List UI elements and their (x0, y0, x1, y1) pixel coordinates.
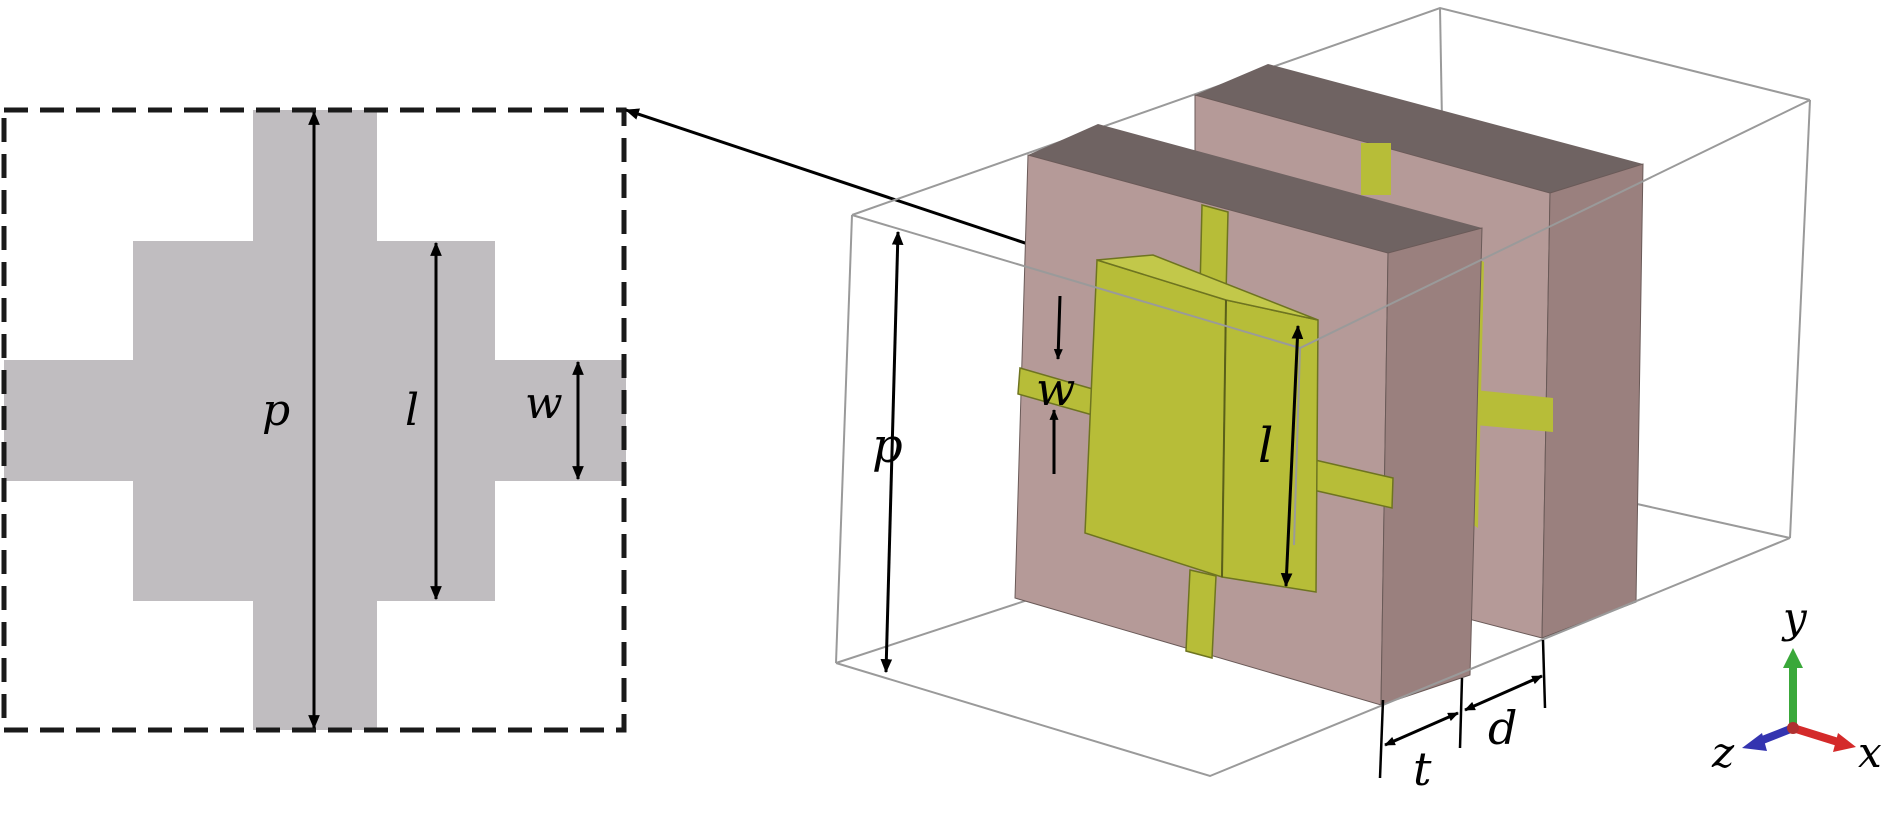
rear-strip-right (1475, 390, 1553, 432)
patch-strip-bottom (1185, 569, 1217, 659)
model-l-dimension-arrow (1280, 324, 1304, 588)
inset-label-l: l (405, 385, 419, 436)
front-metal-patch (1017, 204, 1394, 659)
front-substrate-top (1028, 124, 1482, 253)
inset-dashed-border (1, 107, 627, 733)
model-t-right-extension (1458, 677, 1464, 749)
model-t-dimension-arrow (1384, 711, 1459, 747)
patch-left-face (1084, 258, 1227, 579)
model-label-w: w (1036, 362, 1075, 416)
patch-fold-line (1221, 299, 1227, 578)
model-d-right-extension (1541, 639, 1547, 709)
model-p-dimension-arrow (880, 230, 904, 674)
axis-label-y: y (1781, 593, 1808, 642)
model-label-t: t (1413, 742, 1432, 796)
model-d-dimension-arrow (1464, 674, 1543, 712)
axis-x-arrowhead (1833, 733, 1856, 752)
rear-substrate-top (1195, 64, 1643, 193)
axis-x-line (1791, 724, 1840, 746)
unit-cell-3d-model: p l w t d (835, 6, 1811, 796)
model-t-left-extension (1378, 699, 1385, 779)
front-substrate-side (1380, 227, 1483, 706)
rear-strip-top (1361, 143, 1391, 195)
model-label-d: d (1488, 701, 1517, 755)
rear-substrate-side (1541, 163, 1644, 639)
model-w-arrow-upper (1053, 295, 1063, 360)
patch-top-face (1096, 254, 1319, 321)
inset-label-w: w (525, 378, 563, 429)
model-label-p: p (872, 418, 903, 474)
axis-origin (1787, 722, 1799, 734)
model-label-l: l (1258, 418, 1273, 474)
inset-label-p: p (262, 385, 290, 436)
axis-label-x: x (1858, 728, 1882, 777)
axis-y-arrowhead (1783, 648, 1803, 668)
axis-label-z: z (1711, 728, 1735, 777)
inset-top-view: p l w (1, 107, 627, 733)
axis-triad: y x z (1711, 593, 1882, 777)
axis-z-arrowhead (1742, 733, 1767, 751)
